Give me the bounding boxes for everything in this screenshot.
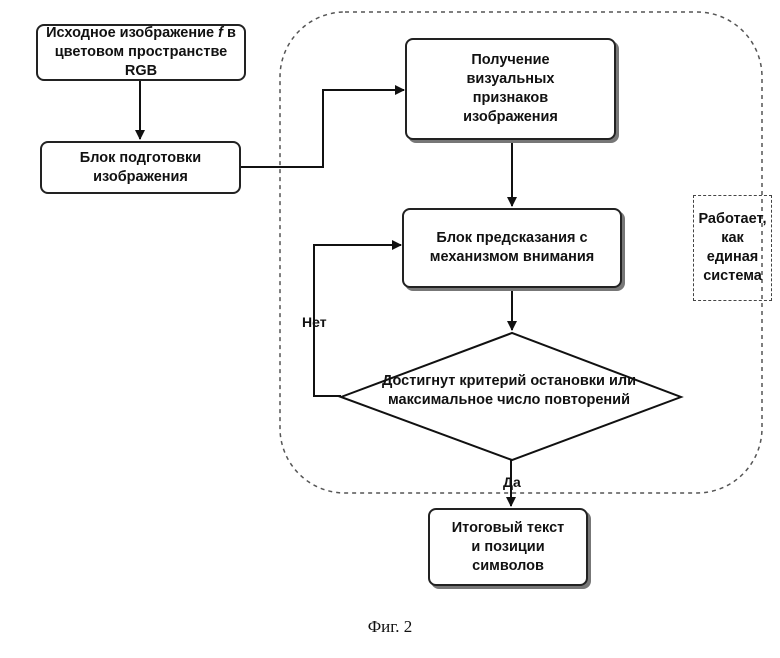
- prediction-block-box: Блок предсказания с механизмом внимания: [402, 208, 622, 288]
- prep-block-box: Блок подготовки изображения: [40, 141, 241, 194]
- no-label: Нет: [302, 314, 327, 330]
- visual-features-label: Получение визуальных признаков изображен…: [427, 51, 594, 127]
- decision-label: Достигнут критерий остановки или максима…: [344, 372, 674, 410]
- visual-features-box: Получение визуальных признаков изображен…: [405, 38, 616, 140]
- figure-caption: Фиг. 2: [0, 617, 780, 637]
- prediction-block-label: Блок предсказания с механизмом внимания: [418, 229, 606, 267]
- source-image-text-end: в: [223, 25, 236, 41]
- arrow-prep-to-visual: [240, 90, 404, 167]
- prep-block-label: Блок подготовки изображения: [68, 149, 213, 187]
- result-box: Итоговый текст и позиции символов: [428, 508, 588, 586]
- yes-label: Да: [503, 474, 521, 490]
- unified-system-note: Работает, как единая система: [693, 195, 772, 301]
- source-image-box: Исходное изображение f в цветовом простр…: [36, 24, 246, 81]
- source-image-text-line2: цветовом пространстве RGB: [55, 44, 228, 79]
- source-image-text: Исходное изображение: [46, 25, 218, 41]
- result-label: Итоговый текст и позиции символов: [448, 519, 568, 576]
